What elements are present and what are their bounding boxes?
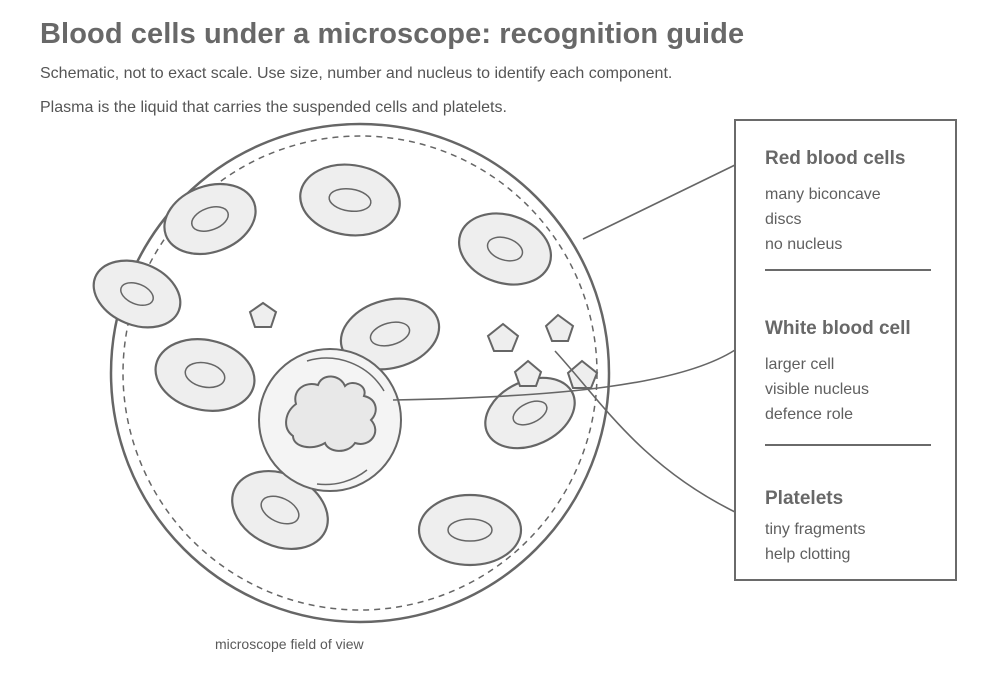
red-blood-cell [457, 212, 553, 286]
platelet [248, 301, 278, 328]
leader-line-red [582, 164, 736, 240]
field-caption: microscope field of view [215, 636, 364, 652]
page-title: Blood cells under a microscope: recognit… [40, 18, 745, 50]
legend-white-heading: White blood cell [765, 318, 911, 339]
red-blood-cell [417, 493, 523, 567]
legend-platelets-line: tiny fragments [765, 521, 866, 538]
legend-red-line: discs [765, 211, 802, 228]
platelets [248, 301, 599, 389]
red-blood-cell [92, 259, 182, 329]
subtitle: Schematic, not to exact scale. Use size,… [40, 65, 673, 82]
legend-platelets-heading: Platelets [765, 488, 844, 509]
legend-platelets-line: help clotting [765, 546, 851, 563]
red-blood-cell [299, 163, 401, 237]
leader-lines [392, 164, 736, 513]
platelet [544, 313, 575, 342]
platelet [513, 359, 543, 387]
legend-red-line: no nucleus [765, 236, 843, 253]
platelet [566, 359, 599, 389]
legend-red-line: many biconcave [765, 186, 881, 203]
leader-line-platelets [554, 350, 736, 513]
red-blood-cell [163, 182, 257, 256]
legend-white-line: defence role [765, 406, 854, 423]
plasma-note: Plasma is the liquid that carries the su… [40, 99, 507, 116]
nucleus [285, 375, 377, 452]
legend-white-line: visible nucleus [765, 381, 870, 398]
legend-divider [765, 444, 931, 446]
leader-line-white [392, 349, 736, 401]
legend-divider [765, 269, 931, 271]
white-blood-cell [258, 348, 402, 492]
legend-box: Red blood cells many biconcave discs no … [734, 119, 957, 581]
red-blood-cell [339, 297, 441, 371]
platelet [486, 322, 520, 352]
legend-white-line: larger cell [765, 356, 835, 373]
red-blood-cells [92, 163, 576, 567]
legend-red-heading: Red blood cells [765, 148, 906, 169]
red-blood-cell [154, 338, 256, 412]
